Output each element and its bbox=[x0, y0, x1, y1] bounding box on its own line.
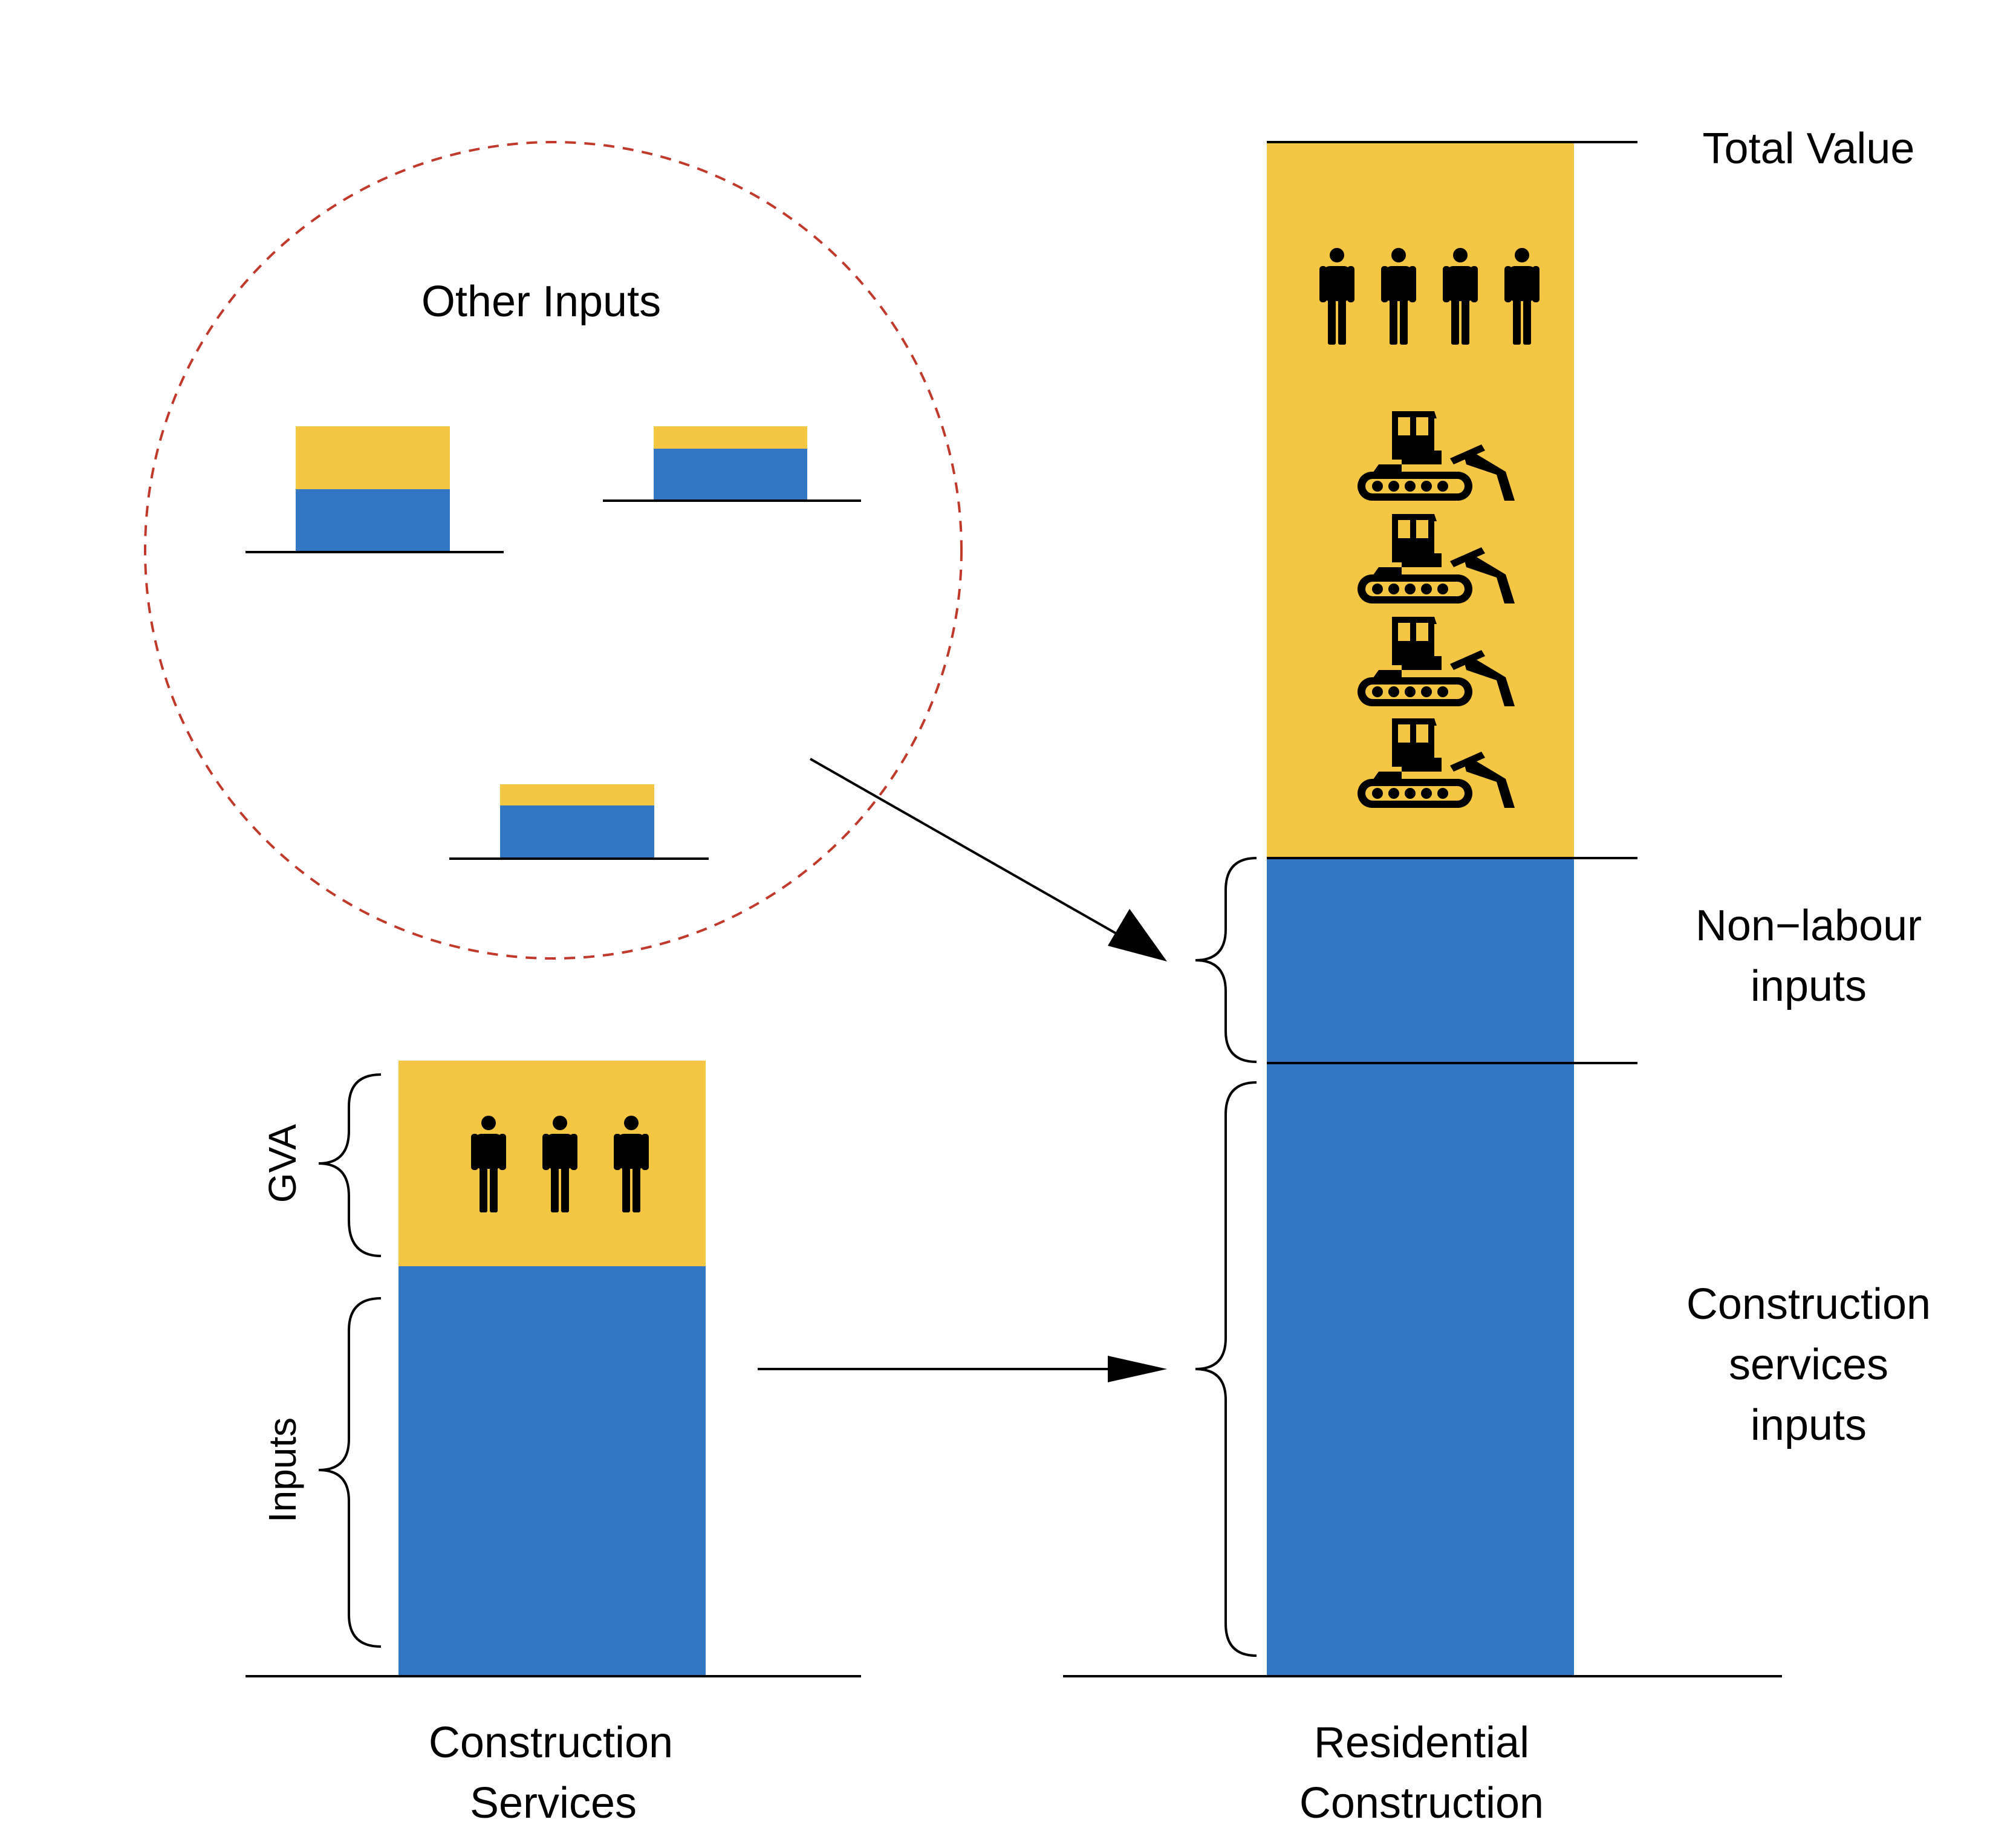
cs-inputs-label-line2: services bbox=[1729, 1341, 1888, 1389]
mini-bar-3 bbox=[449, 784, 709, 860]
cs-inputs-segment bbox=[398, 1266, 706, 1676]
cs-inputs-label-line3: inputs bbox=[1751, 1401, 1867, 1449]
rc-cs-inputs-segment bbox=[1267, 1063, 1574, 1676]
cs-label-line1: Construction bbox=[429, 1719, 673, 1767]
other-inputs-arrow bbox=[810, 758, 1167, 961]
construction-services-arrow bbox=[758, 1356, 1167, 1382]
residential-construction-bar bbox=[1063, 141, 1782, 1677]
non-labour-label-line1: Non−labour bbox=[1696, 902, 1922, 950]
cs-label-line2: Services bbox=[470, 1779, 637, 1827]
other-inputs-circle bbox=[144, 141, 963, 960]
rc-label-line2: Construction bbox=[1299, 1779, 1544, 1827]
cs-inputs-label-line1: Construction bbox=[1686, 1280, 1931, 1329]
total-value-label: Total Value bbox=[1703, 125, 1915, 173]
rc-non-labour-brace bbox=[1195, 857, 1257, 1063]
other-inputs-title: Other Inputs bbox=[421, 278, 661, 326]
non-labour-label-line2: inputs bbox=[1751, 962, 1867, 1010]
mini-bar-1 bbox=[245, 426, 504, 553]
mini-bar-2 bbox=[603, 426, 861, 502]
cs-inputs-brace bbox=[318, 1297, 382, 1648]
rc-label-line1: Residential bbox=[1314, 1719, 1529, 1767]
cs-inputs-label: Inputs bbox=[261, 1417, 304, 1523]
rc-non-labour-segment bbox=[1267, 858, 1574, 1063]
cs-gva-brace bbox=[318, 1073, 382, 1257]
rc-cs-inputs-brace bbox=[1195, 1081, 1257, 1657]
construction-services-bar bbox=[245, 1061, 861, 1677]
cs-gva-label: GVA bbox=[261, 1124, 304, 1203]
